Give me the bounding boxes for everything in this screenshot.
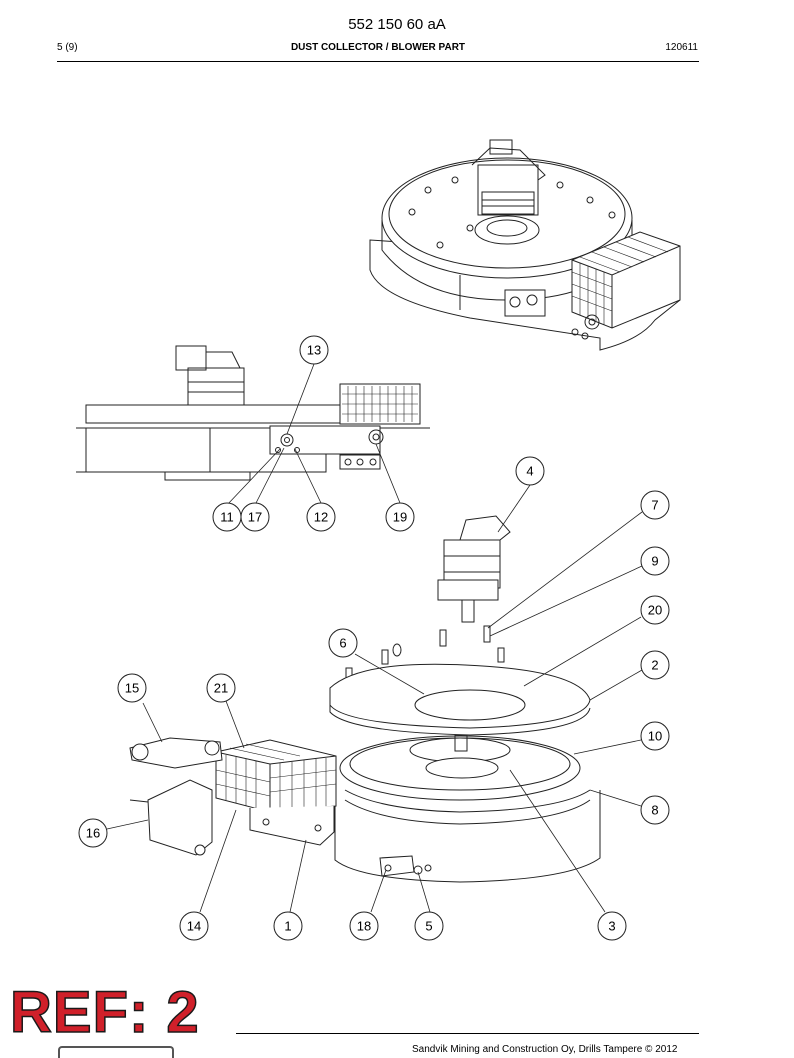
brand-logo bbox=[58, 1046, 174, 1058]
callout-16 bbox=[78, 818, 108, 848]
callout-15 bbox=[117, 673, 147, 703]
callout-4-label: 4 bbox=[526, 464, 533, 479]
callout-3-label: 3 bbox=[608, 919, 615, 934]
callout-20-label: 20 bbox=[648, 603, 662, 618]
callout-20 bbox=[640, 595, 670, 625]
callout-15-label: 15 bbox=[125, 681, 139, 696]
callout-9-label: 9 bbox=[651, 554, 658, 569]
callout-17-label: 17 bbox=[248, 510, 262, 525]
callout-14-label: 14 bbox=[187, 919, 201, 934]
callout-10-label: 10 bbox=[648, 729, 662, 744]
callout-21 bbox=[206, 673, 236, 703]
callout-9 bbox=[640, 546, 670, 576]
callout-17 bbox=[240, 502, 270, 532]
section-title: DUST COLLECTOR / BLOWER PART bbox=[290, 42, 466, 53]
callout-1-label: 1 bbox=[284, 919, 291, 934]
callout-11-label: 11 bbox=[220, 510, 234, 525]
callout-3 bbox=[597, 911, 627, 941]
callout-7 bbox=[640, 490, 670, 520]
callout-21-label: 21 bbox=[214, 681, 228, 696]
callout-19 bbox=[385, 502, 415, 532]
header-rule bbox=[57, 61, 699, 62]
leader-lines bbox=[106, 363, 643, 913]
page-number: 5 (9) bbox=[57, 42, 78, 53]
callout-12-label: 12 bbox=[314, 510, 328, 525]
callout-7-label: 7 bbox=[651, 498, 658, 513]
callout-12 bbox=[306, 502, 336, 532]
callout-18 bbox=[349, 911, 379, 941]
callout-6-label: 6 bbox=[339, 636, 346, 651]
callout-16-label: 16 bbox=[86, 826, 100, 841]
callout-14 bbox=[179, 911, 209, 941]
callout-10 bbox=[640, 721, 670, 751]
callout-8 bbox=[640, 795, 670, 825]
callout-6 bbox=[328, 628, 358, 658]
callout-2-label: 2 bbox=[651, 658, 658, 673]
doc-number: 552 150 60 aA bbox=[348, 16, 446, 33]
callout-5-label: 5 bbox=[425, 919, 432, 934]
date-code: 120611 bbox=[665, 42, 698, 53]
footer-copyright: Sandvik Mining and Construction Oy, Dril… bbox=[412, 1044, 678, 1055]
callout-2 bbox=[640, 650, 670, 680]
ref-stamp: REF: 2 bbox=[9, 980, 200, 1045]
callout-18-label: 18 bbox=[357, 919, 371, 934]
callout-1 bbox=[273, 911, 303, 941]
callout-13-label: 13 bbox=[307, 343, 321, 358]
exploded-view-illustration bbox=[129, 515, 601, 883]
side-view-illustration bbox=[76, 345, 430, 481]
callout-4 bbox=[515, 456, 545, 486]
footer-rule bbox=[236, 1033, 699, 1034]
assembled-view-illustration bbox=[369, 139, 681, 351]
callout-8-label: 8 bbox=[651, 803, 658, 818]
callout-13 bbox=[299, 335, 329, 365]
callout-5 bbox=[414, 911, 444, 941]
callout-19-label: 19 bbox=[393, 510, 407, 525]
